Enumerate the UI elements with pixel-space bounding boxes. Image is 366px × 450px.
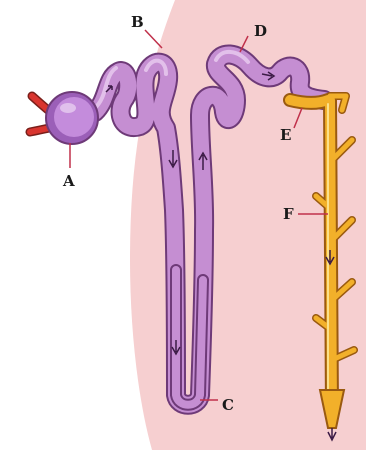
- label-e: E: [280, 126, 291, 144]
- label-d: D: [254, 22, 267, 40]
- label-c: C: [222, 396, 234, 414]
- glomerulus: [54, 97, 94, 137]
- label-b: B: [131, 13, 144, 31]
- label-a: A: [62, 172, 75, 190]
- label-f: F: [283, 205, 294, 223]
